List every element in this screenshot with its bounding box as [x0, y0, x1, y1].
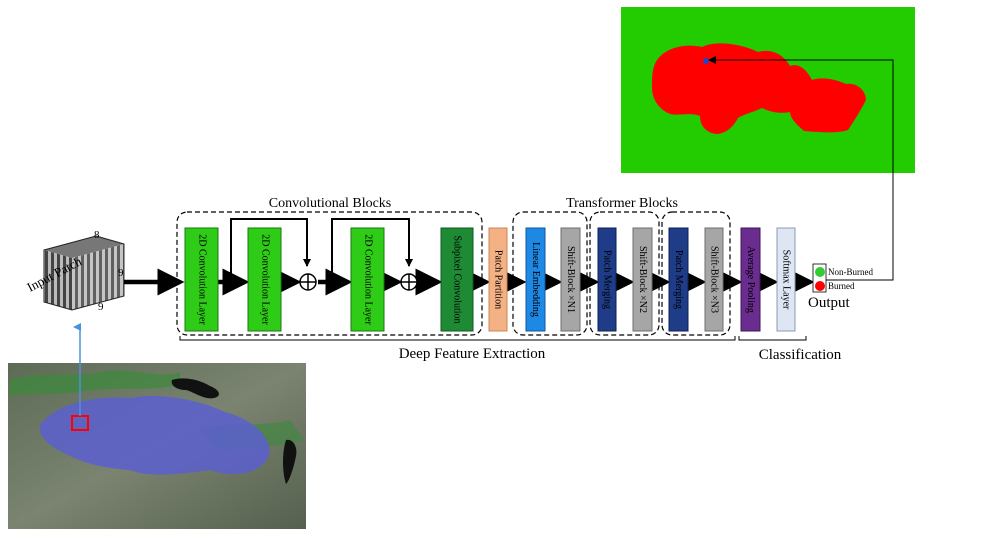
satellite-image	[8, 363, 306, 529]
linear-embedding	[525, 227, 546, 332]
skip-connections	[230, 218, 413, 282]
shift-block-2	[632, 227, 653, 332]
dim-bottom-label: 9	[98, 301, 104, 313]
lake	[171, 378, 219, 399]
sum-node-2	[400, 273, 418, 291]
input-patch-cube	[43, 235, 125, 311]
conv-layer-1-label: 2D Convolution Layer	[197, 234, 208, 325]
output-to-map-line	[708, 56, 894, 281]
patch-merging-1-label: Patch Merging	[602, 250, 613, 309]
patch-merging-2	[668, 227, 689, 332]
map-pixel-marker	[703, 58, 709, 64]
legend-burned: Burned	[828, 281, 855, 291]
shift-block-2-label: Shift-Block ×N2	[637, 246, 648, 313]
lake-2	[283, 439, 297, 484]
burned-area	[652, 43, 866, 134]
linear-embedding-label: Linear Embedding	[530, 242, 541, 317]
shift-block-3	[704, 227, 724, 332]
subpixel-conv	[440, 227, 474, 332]
conv-layer-3-label: 2D Convolution Layer	[363, 234, 374, 325]
burn-map	[621, 7, 915, 173]
shift-block-1	[560, 227, 581, 332]
patch-partition	[488, 227, 508, 332]
dim-top-label: 8	[94, 229, 100, 241]
shift-block-3-label: Shift-Block ×N3	[709, 246, 720, 313]
softmax-layer	[776, 227, 796, 332]
deep-feature-bracket	[179, 336, 736, 341]
patch-partition-label: Patch Partition	[493, 250, 504, 309]
dim-right-label: 9	[118, 267, 124, 279]
conv-blocks-group	[176, 211, 483, 336]
sum-node-1	[299, 273, 317, 291]
legend-non-burned: Non-Burned	[828, 267, 873, 277]
cube-side	[72, 244, 124, 310]
burn-scar	[39, 395, 270, 475]
transformer-blocks-title: Transformer Blocks	[566, 196, 678, 211]
softmax-layer-label: Softmax Layer	[781, 250, 792, 310]
classification-bracket	[738, 336, 807, 341]
patch-merging-1	[597, 227, 617, 332]
burned-dot	[815, 281, 825, 291]
cube-front	[44, 250, 72, 310]
output-title: Output	[808, 295, 851, 311]
average-pooling-label: Average Pooling	[745, 246, 756, 313]
subpixel-conv-label: Subpixel Convolution	[452, 235, 463, 323]
conv-layer-3	[350, 227, 385, 332]
patch-merging-2-label: Patch Merging	[673, 250, 684, 309]
conv-layer-1	[184, 227, 219, 332]
conv-layer-2	[247, 227, 282, 332]
green-vegetation	[10, 370, 180, 396]
shift-block-1-label: Shift-Block ×N1	[565, 246, 576, 313]
conv-blocks-title: Convolutional Blocks	[269, 196, 392, 211]
non-burned-dot	[815, 267, 825, 277]
cube-top	[44, 236, 124, 258]
classification-label: Classification	[759, 347, 842, 363]
deep-feature-label: Deep Feature Extraction	[399, 346, 546, 362]
average-pooling	[740, 227, 761, 332]
conv-layer-2-label: 2D Convolution Layer	[260, 234, 271, 325]
